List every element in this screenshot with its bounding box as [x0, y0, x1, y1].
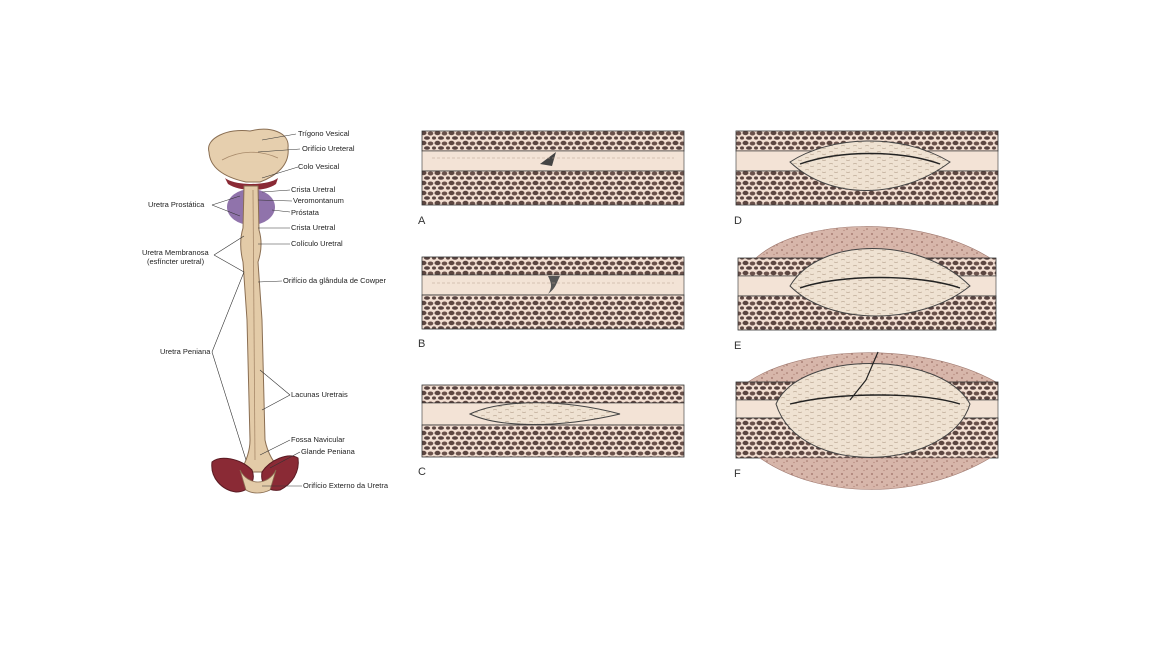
label-orificio-externo: Orifício Externo da Uretra — [303, 481, 389, 490]
panel-letter-d: D — [734, 215, 742, 227]
panel-letter-e: E — [734, 340, 742, 352]
bladder-neck-rim — [225, 178, 278, 190]
label-esfincter-uretral: (esfíncter uretral) — [147, 257, 205, 266]
panel-f-illustration — [735, 351, 999, 490]
panel-letter-b: B — [418, 338, 426, 350]
label-uretra-peniana: Uretra Peniana — [160, 347, 211, 356]
panel-c-illustration — [421, 384, 685, 458]
panel-e-illustration — [737, 226, 997, 331]
label-prostata: Próstata — [291, 208, 319, 217]
panel-letter-a: A — [418, 215, 426, 227]
panel-b-illustration — [421, 256, 685, 330]
label-fossa-navicular: Fossa Navicular — [291, 435, 345, 444]
panel-letter-c: C — [418, 466, 426, 478]
label-coliculo-uretral: Colículo Uretral — [291, 239, 343, 248]
label-trigono-vesical: Trígono Vesical — [298, 129, 350, 138]
label-glande-peniana: Glande Peniana — [301, 447, 355, 456]
label-lacunas-uretrais: Lacunas Uretrais — [291, 390, 348, 399]
bladder — [208, 128, 289, 183]
label-uretra-membranosa: Uretra Membranosa — [142, 248, 209, 257]
panel-letter-f: F — [734, 468, 741, 480]
label-colo-vesical: Colo Vesical — [298, 162, 340, 171]
label-uretra-prostatica: Uretra Prostática — [148, 200, 205, 209]
panel-d-illustration — [735, 130, 999, 206]
label-crista-uretral-1: Crista Uretral — [291, 185, 336, 194]
label-orificio-ureteral: Orifício Ureteral — [302, 144, 355, 153]
label-orificio-cowper: Orifício da glândula de Cowper — [283, 276, 386, 285]
label-veromontanum: Veromontanum — [293, 196, 344, 205]
label-crista-uretral-2: Crista Uretral — [291, 223, 336, 232]
panel-a-illustration — [421, 130, 685, 206]
